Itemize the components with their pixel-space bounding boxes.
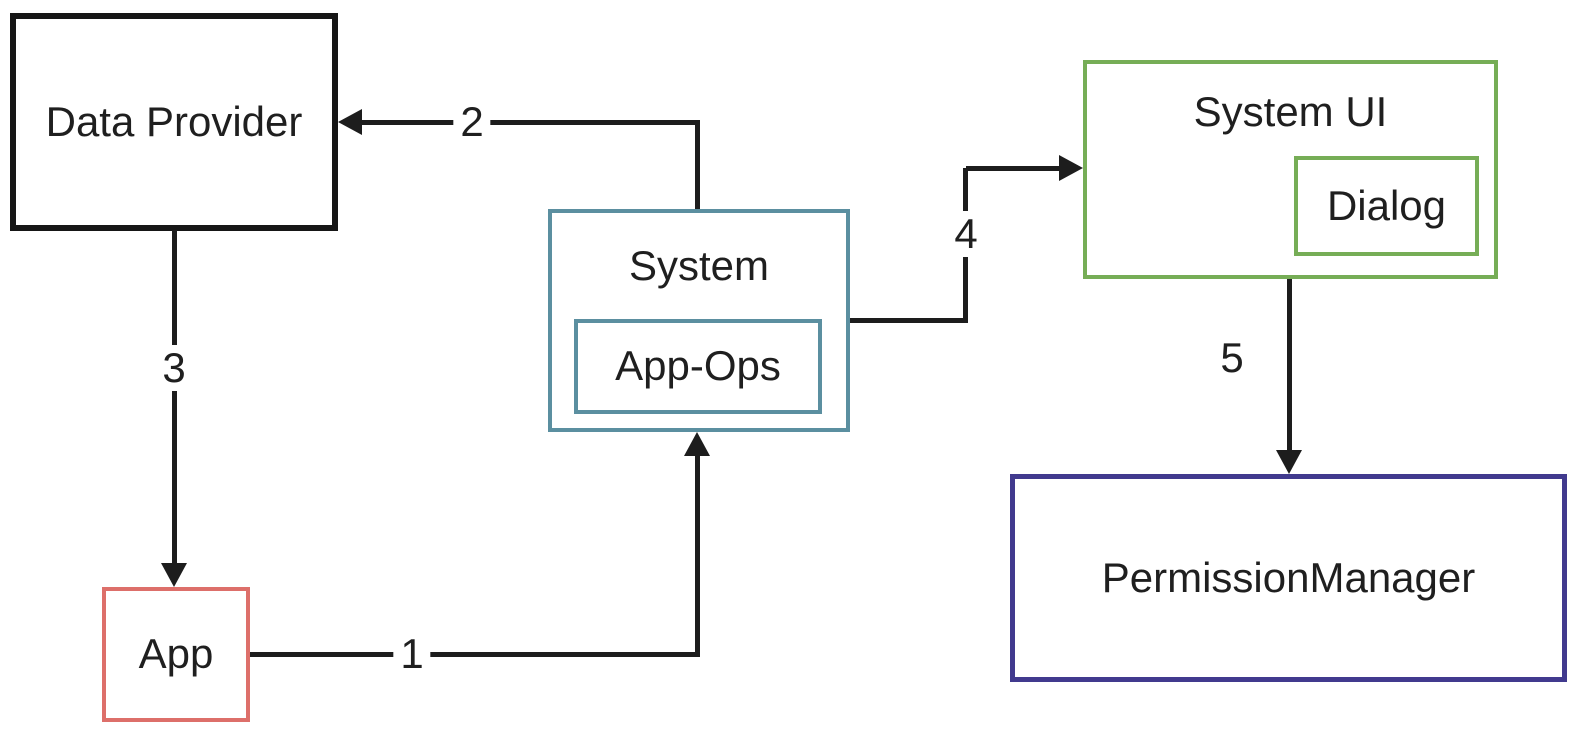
edge-5-label: 5	[1213, 335, 1251, 381]
node-app: App	[102, 587, 250, 722]
edge-3-line	[172, 230, 177, 565]
edge-3-label: 3	[155, 345, 193, 391]
node-data-provider: Data Provider	[10, 13, 338, 231]
edge-4-line	[850, 318, 968, 323]
edge-1-arrowhead-icon	[684, 432, 710, 456]
edge-4-label: 4	[947, 211, 985, 257]
node-dialog: Dialog	[1294, 156, 1479, 256]
edge-2-line	[355, 120, 700, 125]
node-system-ui: System UI Dialog	[1083, 60, 1498, 279]
edge-3-arrowhead-icon	[161, 563, 187, 587]
node-permission-manager-label: PermissionManager	[1101, 553, 1476, 601]
edge-5-line	[1287, 279, 1292, 451]
edge-4-arrowhead-icon	[1059, 155, 1083, 181]
node-app-label: App	[138, 630, 214, 678]
node-app-ops: App-Ops	[574, 319, 822, 414]
edge-1-line	[250, 652, 698, 657]
edge-2-label: 2	[453, 99, 491, 145]
edge-4-line	[966, 166, 1063, 171]
node-permission-manager: PermissionManager	[1010, 474, 1567, 682]
node-system: System App-Ops	[548, 209, 850, 432]
node-app-ops-label: App-Ops	[615, 342, 781, 390]
edge-1-line	[695, 452, 700, 657]
edge-2-arrowhead-icon	[338, 109, 362, 135]
node-data-provider-label: Data Provider	[45, 97, 303, 145]
node-dialog-label: Dialog	[1326, 181, 1447, 229]
node-system-ui-label: System UI	[1193, 88, 1388, 135]
node-system-label: System	[628, 242, 770, 289]
edge-5-arrowhead-icon	[1276, 450, 1302, 474]
edge-2-line	[695, 120, 700, 209]
edge-1-label: 1	[393, 631, 431, 677]
